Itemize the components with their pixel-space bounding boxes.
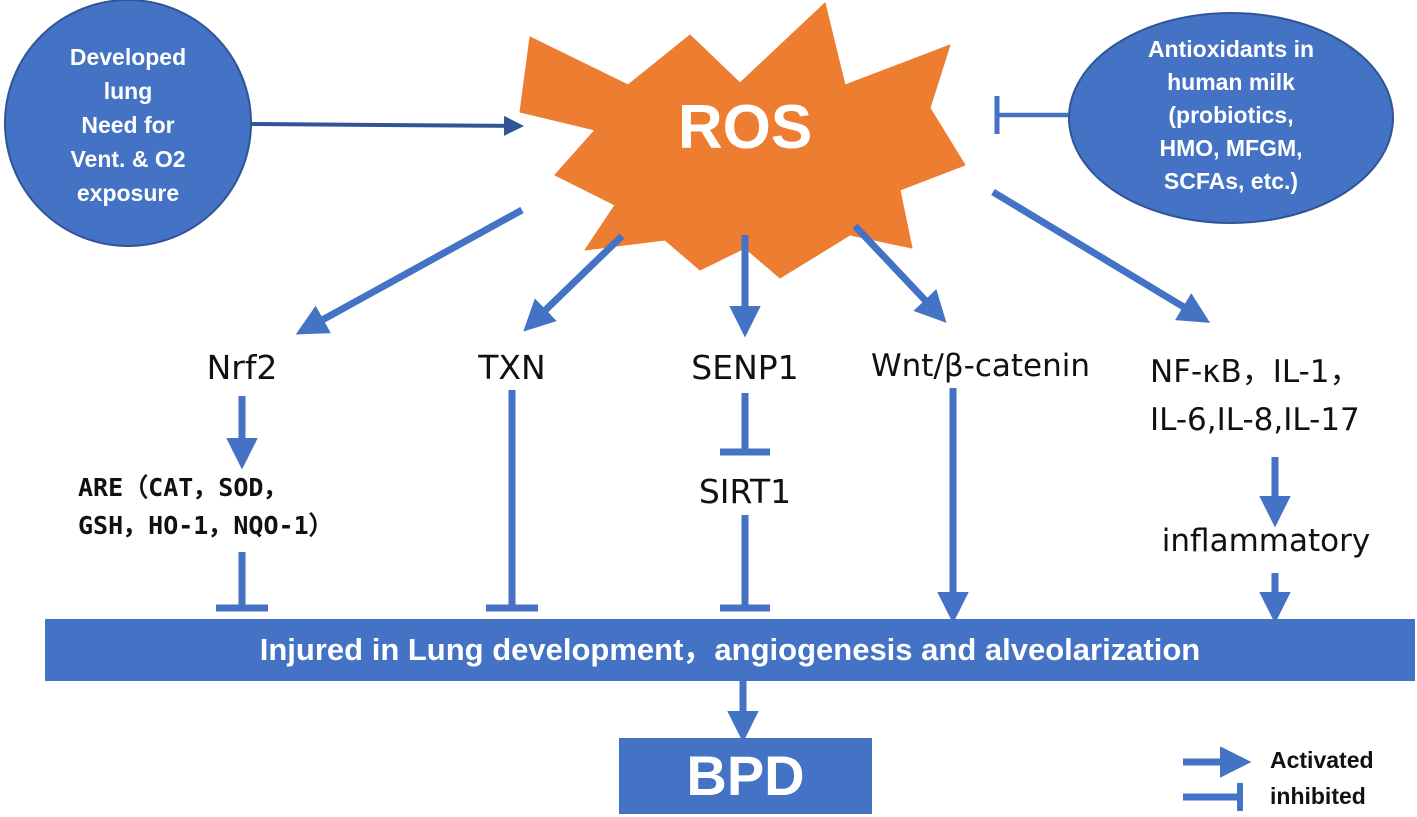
developed-lung-text: Developed lung Need for Vent. & O2 expos… (69, 44, 187, 206)
legend-activated-label: Activated (1270, 747, 1374, 773)
ros-to-nfkb-arrow (991, 189, 1211, 323)
developed-lung-circle (4, 0, 252, 247)
bpd-label: BPD (686, 744, 805, 807)
ros-starburst (519, 2, 966, 279)
ros-to-txn-arrow (523, 233, 625, 332)
sirt1-inhibits-injury (720, 515, 770, 612)
inflammatory-label: inflammatory (1161, 523, 1371, 559)
txn-inhibits-injury (486, 390, 538, 612)
are-label: ARE（CAT，SOD， GSH，HO-1，NQO-1） (78, 473, 334, 540)
ros-to-wnt-arrow (852, 223, 947, 323)
injury-bar-label: Injured in Lung development，angiogenesis… (259, 632, 1201, 667)
nrf2-label: Nrf2 (206, 348, 278, 387)
circle-to-ros-arrow (251, 115, 524, 136)
legend-inhibited-label: inhibited (1270, 783, 1366, 809)
antioxidants-ellipse (1068, 12, 1394, 224)
are-inhibits-injury (216, 552, 268, 612)
bpd-box (619, 738, 872, 814)
ros-to-nrf2-arrow (295, 206, 524, 335)
senp1-label: SENP1 (691, 348, 799, 387)
legend-inhibited-symbol (1183, 783, 1243, 811)
nfkb-label: NF-κB，IL-1， IL-6,IL-8,IL-17 (1150, 354, 1361, 438)
senp1-inhibits-sirt1 (720, 393, 770, 456)
antioxidants-text: Antioxidants in human milk (probiotics, … (1147, 36, 1315, 194)
injury-bar (45, 619, 1415, 681)
txn-label: TXN (478, 348, 546, 387)
sirt1-label: SIRT1 (698, 472, 792, 511)
ros-label: ROS (677, 93, 813, 162)
ellipse-inhibits-ros (994, 96, 1068, 134)
wnt-label: Wnt/β-catenin (870, 348, 1091, 384)
